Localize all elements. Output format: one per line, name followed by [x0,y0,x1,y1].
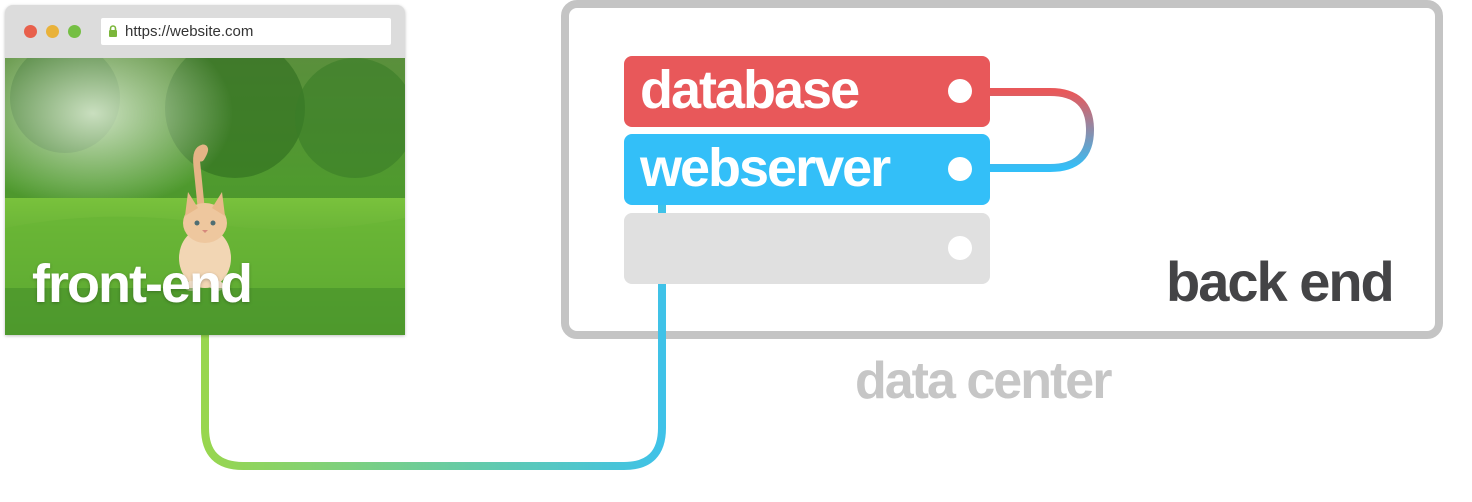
webserver-server: webserver [624,134,990,205]
datacenter-frame [561,0,1443,339]
address-bar[interactable]: https://website.com [101,18,391,45]
url-text: https://website.com [125,23,254,40]
minimize-dot-icon[interactable] [46,25,59,38]
empty-status-light-icon [948,236,972,260]
frontend-to-webserver-link [201,205,666,470]
kitten-figure [179,144,231,291]
browser-toolbar: https://website.com [5,5,405,58]
lock-icon [109,25,117,37]
kitten-photo: front-end [5,58,405,335]
database-status-light-icon [948,79,972,103]
datacenter-label: data center [855,352,1112,410]
webserver-status-light-icon [948,157,972,181]
empty-server-slot [624,213,990,284]
database-server-label: database [640,60,860,120]
maximize-dot-icon[interactable] [68,25,81,38]
backend-label: back end [1166,250,1395,313]
grass-scene [5,58,405,335]
database-webserver-link [990,88,1095,172]
frontend-label: front-end [32,254,253,314]
close-dot-icon[interactable] [24,25,37,38]
browser-window: https://website.com [5,5,405,335]
database-server: database [624,56,990,127]
webserver-server-label: webserver [640,138,891,198]
